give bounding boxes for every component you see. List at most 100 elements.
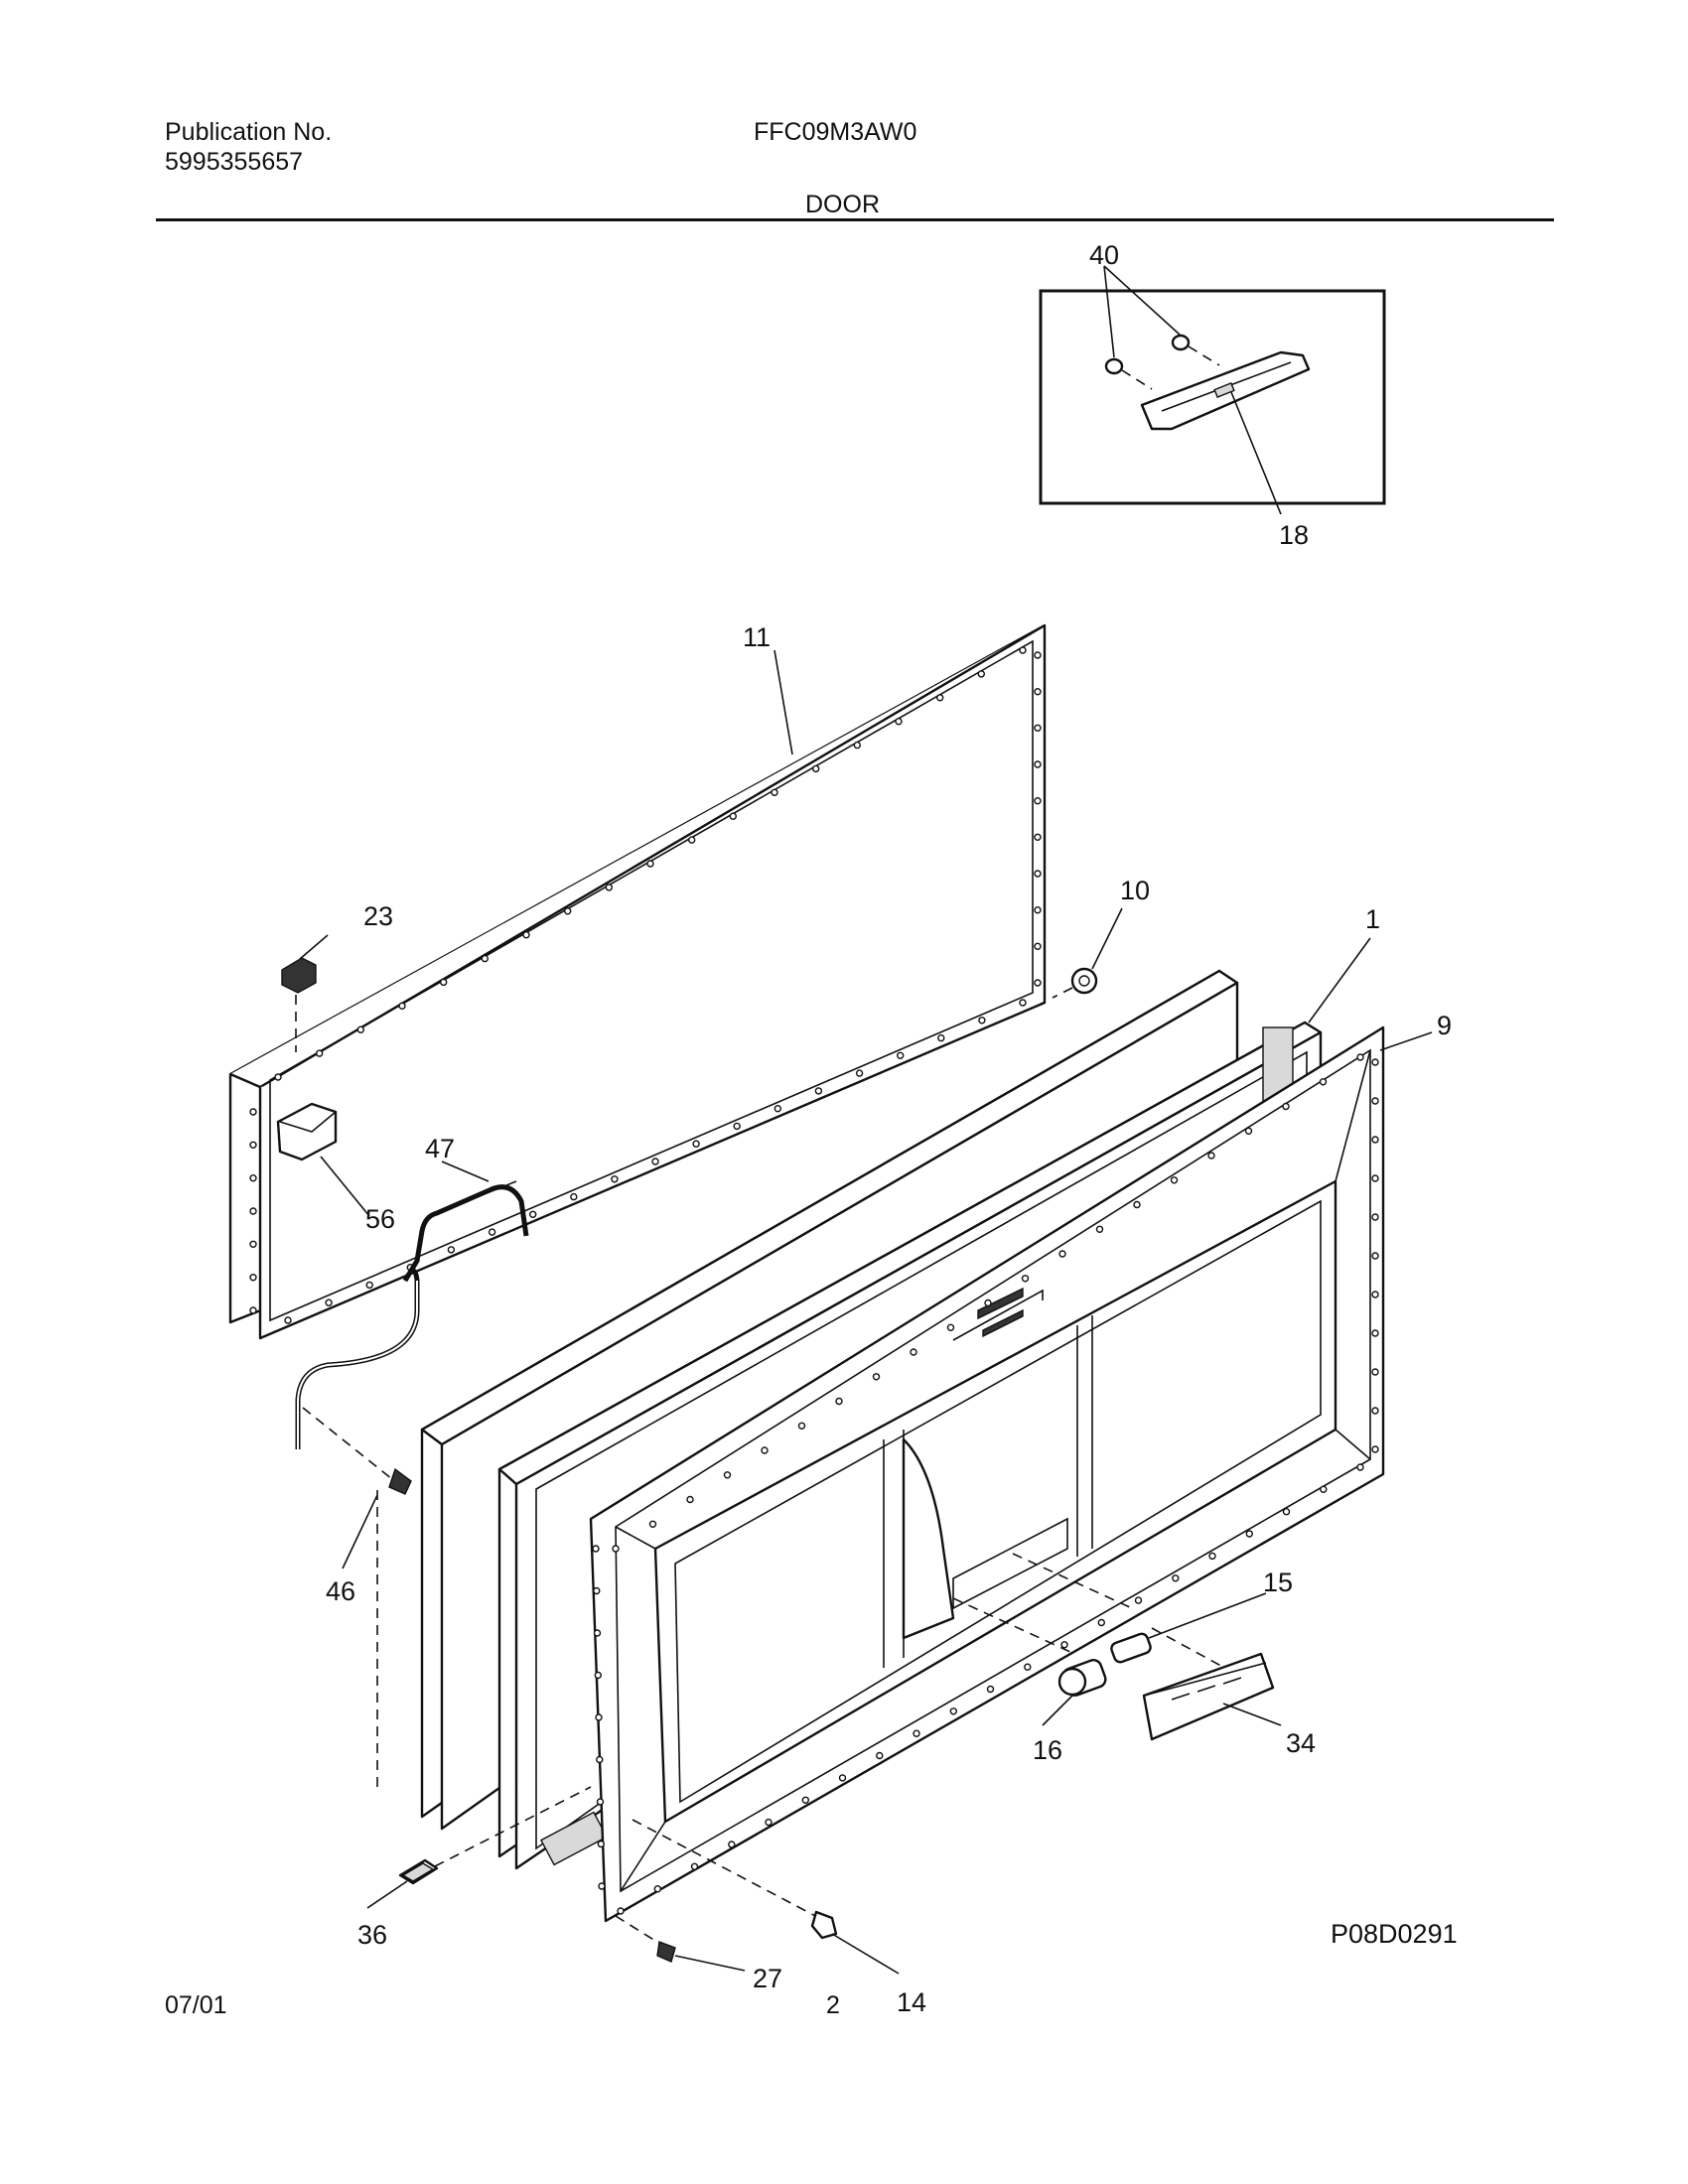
inner-panel-screw-holes [592,1053,1379,1915]
screw-hole [1034,797,1042,805]
screw-hole [646,860,654,868]
callout-23: 23 [363,901,393,931]
screw-hole [1134,1596,1143,1604]
screw-hole [1371,1097,1379,1105]
screw-hole [249,1207,257,1215]
screw-hole [895,718,903,726]
screw-hole [1371,1329,1379,1337]
screw-hole [872,1373,881,1381]
footer-page-number: 2 [826,1991,840,2019]
screw-hole [605,884,613,891]
screw-hole [1172,1574,1180,1582]
screw-hole [1371,1058,1379,1066]
screw-hole [812,764,820,773]
screw-hole [897,1051,905,1060]
callout-46: 46 [326,1576,355,1606]
screw-hole [398,1002,406,1010]
screw-hole [1356,1053,1364,1061]
screw-hole [1371,1213,1379,1221]
screw-hole [1034,979,1042,987]
screw-hole [765,1818,773,1827]
screw-hole [690,1862,699,1871]
screw-hole [688,836,696,844]
bumper-part-10 [1052,967,1098,999]
screw-hole [570,1192,578,1201]
screw-part-27 [615,1915,676,1963]
screw-hole [1371,1252,1379,1260]
callout-27: 27 [753,1964,782,1993]
callout-56: 56 [365,1204,395,1234]
screw-hole [1058,1250,1066,1258]
hinge-part-36 [398,1786,592,1885]
screw-hole [984,1298,992,1307]
screw-hole [1170,1176,1179,1184]
screw-hole [1245,1530,1254,1538]
screw-hole [274,1073,282,1081]
screw-hole [1371,1407,1379,1415]
screw-hole [949,1707,957,1715]
screw-hole [978,1017,986,1024]
outer-panel-screw-holes [249,646,1042,1324]
screw-hole [593,1629,602,1637]
screw-hole [249,1108,257,1116]
shaft-part-15 [1110,1632,1152,1664]
screw-hole [481,954,489,963]
screw-hole [595,1713,603,1721]
screw-hole [648,1520,657,1529]
inner-panel-part-9 [589,1025,1385,1923]
control-panel-part-34 [1142,1652,1275,1741]
screw-hole [596,1755,604,1764]
screw-hole [522,931,530,939]
screw-hole [1371,1136,1379,1144]
screw-hole [835,1397,843,1406]
screw-hole [1319,1078,1328,1086]
callout-47: 47 [425,1134,455,1163]
screw-hole [447,1246,456,1254]
screw-hole [1060,1641,1068,1649]
screw-part-40 [1104,334,1220,390]
callout-14: 14 [897,1987,926,2017]
screw-hole [876,1751,884,1760]
screw-hole [797,1422,806,1431]
screw-hole [611,1175,619,1183]
screw-hole [1034,724,1042,732]
screw-hole [612,1545,620,1553]
screw-hole [316,1049,324,1057]
screw-hole [1095,1225,1104,1234]
screw-hole [1371,1291,1379,1298]
callouts: 40 18 11 23 10 1 9 47 56 46 15 16 34 36 … [326,240,1458,2017]
screw-hole [937,1033,945,1042]
header-rule [156,218,1554,221]
callout-40: 40 [1089,240,1119,270]
screw-hole [1133,1200,1141,1209]
screw-hole [1371,1174,1379,1182]
screw-hole [356,1025,364,1033]
callout-15: 15 [1263,1568,1293,1597]
screw-hole [728,1841,736,1848]
screw-hole [1024,1663,1032,1671]
screw-hole [913,1729,920,1737]
callout-36: 36 [357,1920,387,1950]
screw-hole [1034,942,1042,950]
screw-hole [771,788,778,796]
callout-10: 10 [1120,876,1150,905]
screw-hole [653,1884,661,1893]
screw-hole [1371,1368,1379,1376]
screw-hole [1034,651,1042,659]
screw-hole [249,1273,257,1282]
screw-hole [284,1316,292,1324]
callout-9: 9 [1437,1011,1452,1040]
footer-date: 07/01 [165,1991,227,2019]
screw-hole [729,812,737,820]
section-title: DOOR [805,191,880,218]
inset-box [1039,289,1386,505]
screw-hole [1034,906,1042,914]
screw-hole [1356,1463,1364,1471]
screw-hole [529,1210,537,1219]
screw-hole [249,1240,257,1249]
drawing-code: P08D0291 [1331,1919,1458,1949]
screw-hole [686,1495,694,1504]
screw-hole [249,1141,257,1150]
screw-hole [1019,646,1027,654]
screw-hole [936,694,944,702]
